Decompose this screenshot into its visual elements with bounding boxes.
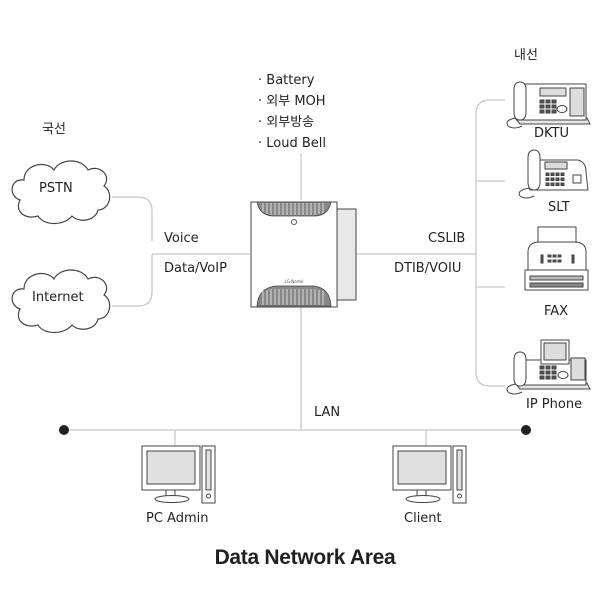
pstn-label: PSTN — [39, 181, 73, 196]
ip-phone-icon — [506, 339, 591, 395]
pbx-brand-label: LG-Nortel — [285, 279, 304, 284]
digital-key-telephone-icon — [506, 81, 591, 129]
pc-admin-label: PC Admin — [146, 511, 209, 526]
pbx-system-icon: LG-Nortel — [250, 201, 357, 308]
dtib-voiu-label: DTIB/VOIU — [394, 261, 462, 276]
pstn-link — [112, 196, 153, 241]
feature-item: · Battery — [258, 73, 315, 88]
pbx-feature-list: · Battery · 외부 MOH · 외부방송 · Loud Bell — [258, 70, 326, 154]
internet-label: Internet — [32, 290, 84, 305]
single-line-telephone-icon — [518, 149, 589, 199]
fax-machine-icon — [524, 226, 589, 291]
cslib-label: CSLIB — [428, 231, 466, 246]
slt-label: SLT — [548, 200, 570, 215]
diagram-title: Data Network Area — [214, 546, 396, 569]
dktu-label: DKTU — [534, 126, 569, 141]
feature-item: · 외부방송 — [258, 115, 315, 130]
extension-group-label: 내선 — [514, 48, 538, 63]
pstn-cloud-icon — [11, 160, 111, 225]
fax-label: FAX — [544, 304, 569, 319]
feature-item: · 외부 MOH — [258, 94, 326, 109]
client-computer-icon — [392, 445, 467, 504]
voice-label: Voice — [164, 231, 199, 246]
lan-label: LAN — [314, 405, 341, 420]
lan-endpoint-left — [59, 425, 69, 435]
internet-link — [112, 254, 153, 307]
lan-endpoint-right — [521, 425, 531, 435]
client-label: Client — [404, 511, 442, 526]
feature-item: · Loud Bell — [258, 136, 327, 151]
trunk-group-label: 국선 — [42, 122, 66, 137]
data-voip-label: Data/VoIP — [164, 261, 227, 276]
extension-bus — [475, 99, 505, 387]
internet-cloud-icon — [11, 269, 111, 334]
ip-phone-label: IP Phone — [526, 397, 583, 412]
pc-admin-computer-icon — [141, 445, 216, 504]
